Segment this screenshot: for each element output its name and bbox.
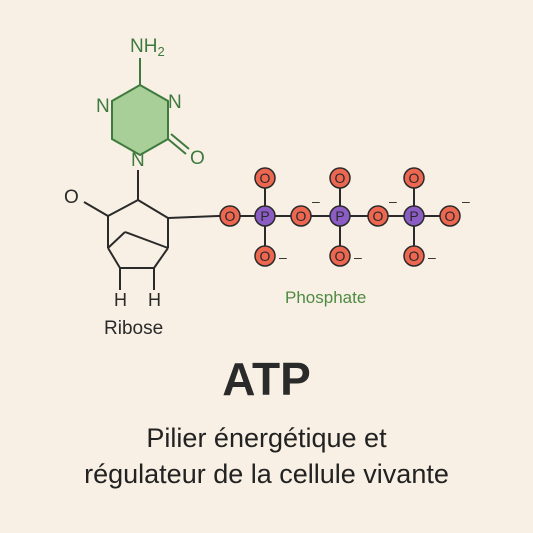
- charge-labels: – – – – – –: [279, 193, 470, 265]
- base-ring: [111, 83, 169, 157]
- ring-n-right: N: [168, 92, 182, 113]
- ribose-h-left: H: [114, 290, 127, 310]
- subtitle-line-1: Pilier énergétique et: [146, 423, 387, 453]
- p-label-1: P: [260, 208, 269, 224]
- phosphorus-atom-3: [403, 205, 425, 227]
- oxygen-atom-p2-bottom: [329, 245, 351, 267]
- ribose-label: Ribose: [104, 318, 163, 339]
- phosphate-oxygens: [219, 167, 461, 267]
- o-label-bridge-3: O: [373, 208, 384, 224]
- amine-label: NH2: [130, 36, 165, 59]
- o-label-bridge-1: O: [225, 208, 236, 224]
- charge-p1-bottom: –: [279, 249, 287, 265]
- oxygen-atom-terminal: [439, 205, 461, 227]
- oxygen-atom-bridge-2: [290, 205, 312, 227]
- oxygen-atom-p1-bottom: [254, 245, 276, 267]
- o-label-terminal: O: [445, 208, 456, 224]
- p-label-2: P: [335, 208, 344, 224]
- phosphorus-atoms: [254, 205, 425, 227]
- base-carbonyl-bond: [167, 138, 187, 155]
- phosphate-label: Phosphate: [285, 288, 366, 307]
- charge-terminal: –: [462, 193, 470, 209]
- ring-n-left: N: [96, 96, 110, 117]
- oxygen-atom-p2-top: [329, 167, 351, 189]
- charge-p2-bottom: –: [354, 249, 362, 265]
- o-label-bridge-2: O: [296, 208, 307, 224]
- phosphorus-atom-1: [254, 205, 276, 227]
- ring-n-bottom: N: [131, 150, 145, 171]
- atom-labels: O O O O O O O O O O P P P: [225, 170, 456, 264]
- p-label-3: P: [409, 208, 418, 224]
- oxygen-atom-bridge-1: [219, 205, 241, 227]
- carbonyl-o-label: O: [190, 148, 205, 169]
- charge-p3-bottom: –: [428, 249, 436, 265]
- oxygen-atom-bridge-3: [367, 205, 389, 227]
- charge-bridge-3: –: [389, 193, 397, 209]
- o-label-p1-bottom: O: [260, 248, 271, 264]
- page-title: ATP: [222, 353, 311, 405]
- ribose-h-right: H: [148, 290, 161, 310]
- oxygen-atom-p1-top: [254, 167, 276, 189]
- subtitle: Pilier énergétique et régulateur de la c…: [0, 420, 533, 492]
- o-label-p2-top: O: [335, 170, 346, 186]
- o-label-p1-top: O: [260, 170, 271, 186]
- phosphorus-atom-2: [329, 205, 351, 227]
- o-label-p3-top: O: [409, 170, 420, 186]
- subtitle-line-2: régulateur de la cellule vivante: [84, 459, 449, 489]
- oxygen-atom-p3-top: [403, 167, 425, 189]
- charge-bridge-2: –: [312, 193, 320, 209]
- oxygen-atom-p3-bottom: [403, 245, 425, 267]
- ribose-o-label: O: [64, 187, 79, 208]
- o-label-p3-bottom: O: [409, 248, 420, 264]
- o-label-p2-bottom: O: [335, 248, 346, 264]
- ribose-frame: [83, 199, 219, 290]
- base-carbonyl-double-bond: [170, 133, 190, 150]
